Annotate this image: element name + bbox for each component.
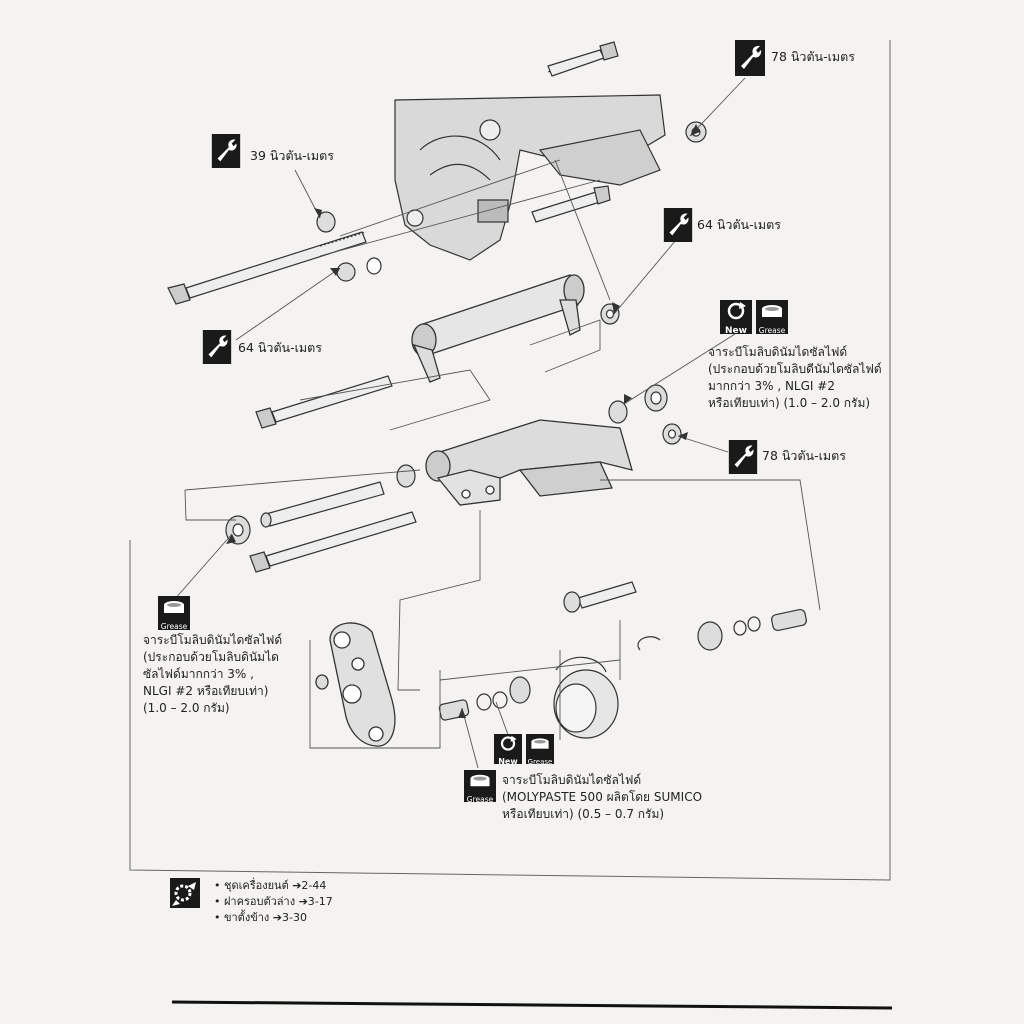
top-bolt bbox=[547, 41, 619, 77]
replace-new-icon: New bbox=[720, 300, 752, 336]
reference-list: • ชุดเครื่องยนต์ ➔2-44 • ฝาครอบตัวล่าง ➔… bbox=[214, 878, 333, 926]
torque-label-upper-left: 39 นิวตัน-เมตร bbox=[250, 148, 334, 163]
wrench-icon bbox=[728, 440, 758, 474]
reference-engine-assembly: • ชุดเครื่องยนต์ ➔2-44 bbox=[214, 879, 327, 892]
side-stand-plate bbox=[315, 622, 396, 747]
wrench-icon bbox=[663, 208, 693, 242]
wrench-icon bbox=[211, 134, 241, 168]
engine-block bbox=[394, 94, 666, 261]
grease-icon: Grease bbox=[158, 596, 190, 631]
reference-lower-cover: • ฝาครอบตัวล่าง ➔3-17 bbox=[214, 895, 333, 908]
diagram-frame bbox=[129, 40, 891, 881]
wrench-icon bbox=[735, 40, 765, 76]
engine-bracket bbox=[425, 419, 633, 506]
torque-label-left: 64 นิวตัน-เมตร bbox=[238, 340, 322, 355]
lower-pin-assembly bbox=[438, 581, 637, 739]
upper-link-tube bbox=[411, 274, 585, 383]
torque-label-right: 78 นิวตัน-เมตร bbox=[762, 448, 846, 463]
grease-note-bottom: จาระบีโมลิบดินัมไดซัลไฟด์ (MOLYPASTE 500… bbox=[502, 773, 703, 821]
right-bushing-washer bbox=[608, 384, 682, 445]
arrowheads bbox=[226, 124, 700, 718]
grease-icon: Grease bbox=[464, 770, 496, 804]
lower-collars-bolts bbox=[225, 464, 417, 573]
grease-note-right: จาระบีโมลิบดินัมไดซัลไฟด์ (ประกอบด้วยโมล… bbox=[708, 345, 882, 410]
torque-label-upper-right: 64 นิวตัน-เมตร bbox=[697, 217, 781, 232]
lower-right-washers bbox=[637, 608, 807, 651]
long-bolt-upper bbox=[167, 211, 382, 305]
page-bottom-rule bbox=[171, 1000, 893, 1010]
engine-mid-bolt bbox=[531, 185, 611, 223]
service-info-icon bbox=[170, 878, 200, 908]
wrench-icon bbox=[202, 330, 232, 364]
grease-note-left: จาระบีโมลิบดินัมไดซัลไฟด์ (ประกอบด้วยโมล… bbox=[143, 633, 283, 715]
replace-new-icon: New bbox=[494, 734, 522, 766]
long-bolt-middle bbox=[255, 375, 393, 429]
guide-lines bbox=[173, 77, 821, 769]
reference-side-stand: • ขาตั้งข้าง ➔3-30 bbox=[214, 911, 307, 924]
torque-label-top-right: 78 นิวตัน-เมตร bbox=[771, 49, 855, 64]
grease-icon: Grease bbox=[756, 300, 788, 335]
grease-icon: Grease bbox=[526, 734, 554, 766]
